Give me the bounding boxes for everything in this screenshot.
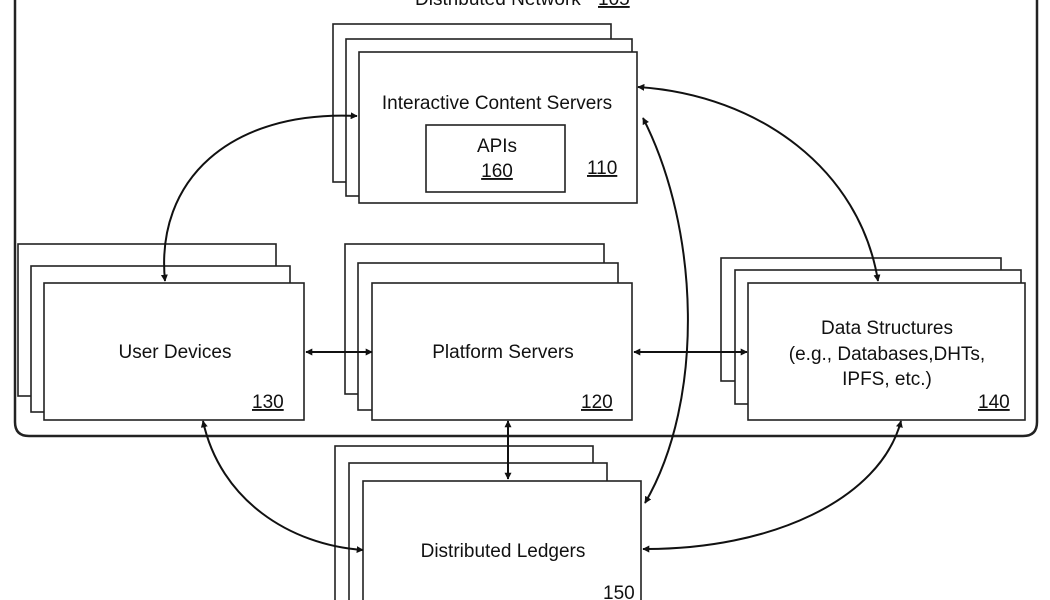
- arrow-userdevices-ledgers: [200, 420, 364, 554]
- user-devices-ref: 130: [252, 392, 284, 413]
- distributed-ledgers-stack: Distributed Ledgers 150: [334, 445, 642, 600]
- distributed-ledgers-ref: 150: [603, 583, 635, 600]
- platform-servers-label: Platform Servers: [432, 342, 573, 363]
- data-structures-label-line3: IPFS, etc.): [842, 369, 932, 390]
- platform-servers-ref: 120: [581, 392, 613, 413]
- distributed-ledgers-label: Distributed Ledgers: [421, 541, 586, 562]
- distributed-network-frame: [13, 0, 1039, 438]
- data-structures-label-line2: (e.g., Databases,DHTs,: [789, 344, 985, 365]
- arrow-datastructures-ledgers: [642, 420, 903, 553]
- user-devices-stack: User Devices 130: [17, 243, 305, 421]
- interactive-content-servers-stack: Interactive Content Servers 110 APIs 160: [332, 23, 638, 204]
- distributed-ledgers-box: [362, 480, 642, 600]
- interactive-content-servers-ref: 110: [587, 158, 617, 179]
- data-structures-ref: 140: [978, 392, 1010, 413]
- data-structures-box: [747, 282, 1026, 421]
- apis-box: [425, 124, 566, 193]
- user-devices-label: User Devices: [119, 342, 232, 363]
- distributed-network-ref: 105: [598, 0, 630, 10]
- arrow-icserver-ledgers: [642, 117, 689, 504]
- arrow-icserver-datastructures: [637, 83, 881, 282]
- data-structures-label-line1: Data Structures: [821, 318, 953, 339]
- apis-ref: 160: [481, 161, 513, 182]
- platform-servers-stack: Platform Servers 120: [344, 243, 633, 421]
- apis-label: APIs: [477, 136, 517, 157]
- data-structures-stack: Data Structures (e.g., Databases,DHTs, I…: [720, 257, 1026, 421]
- platform-servers-box: [371, 282, 633, 421]
- interactive-content-servers-label: Interactive Content Servers: [382, 93, 612, 114]
- distributed-network-title: Distributed Network: [415, 0, 581, 10]
- arrow-icserver-userdevices: [160, 112, 358, 282]
- user-devices-box: [43, 282, 305, 421]
